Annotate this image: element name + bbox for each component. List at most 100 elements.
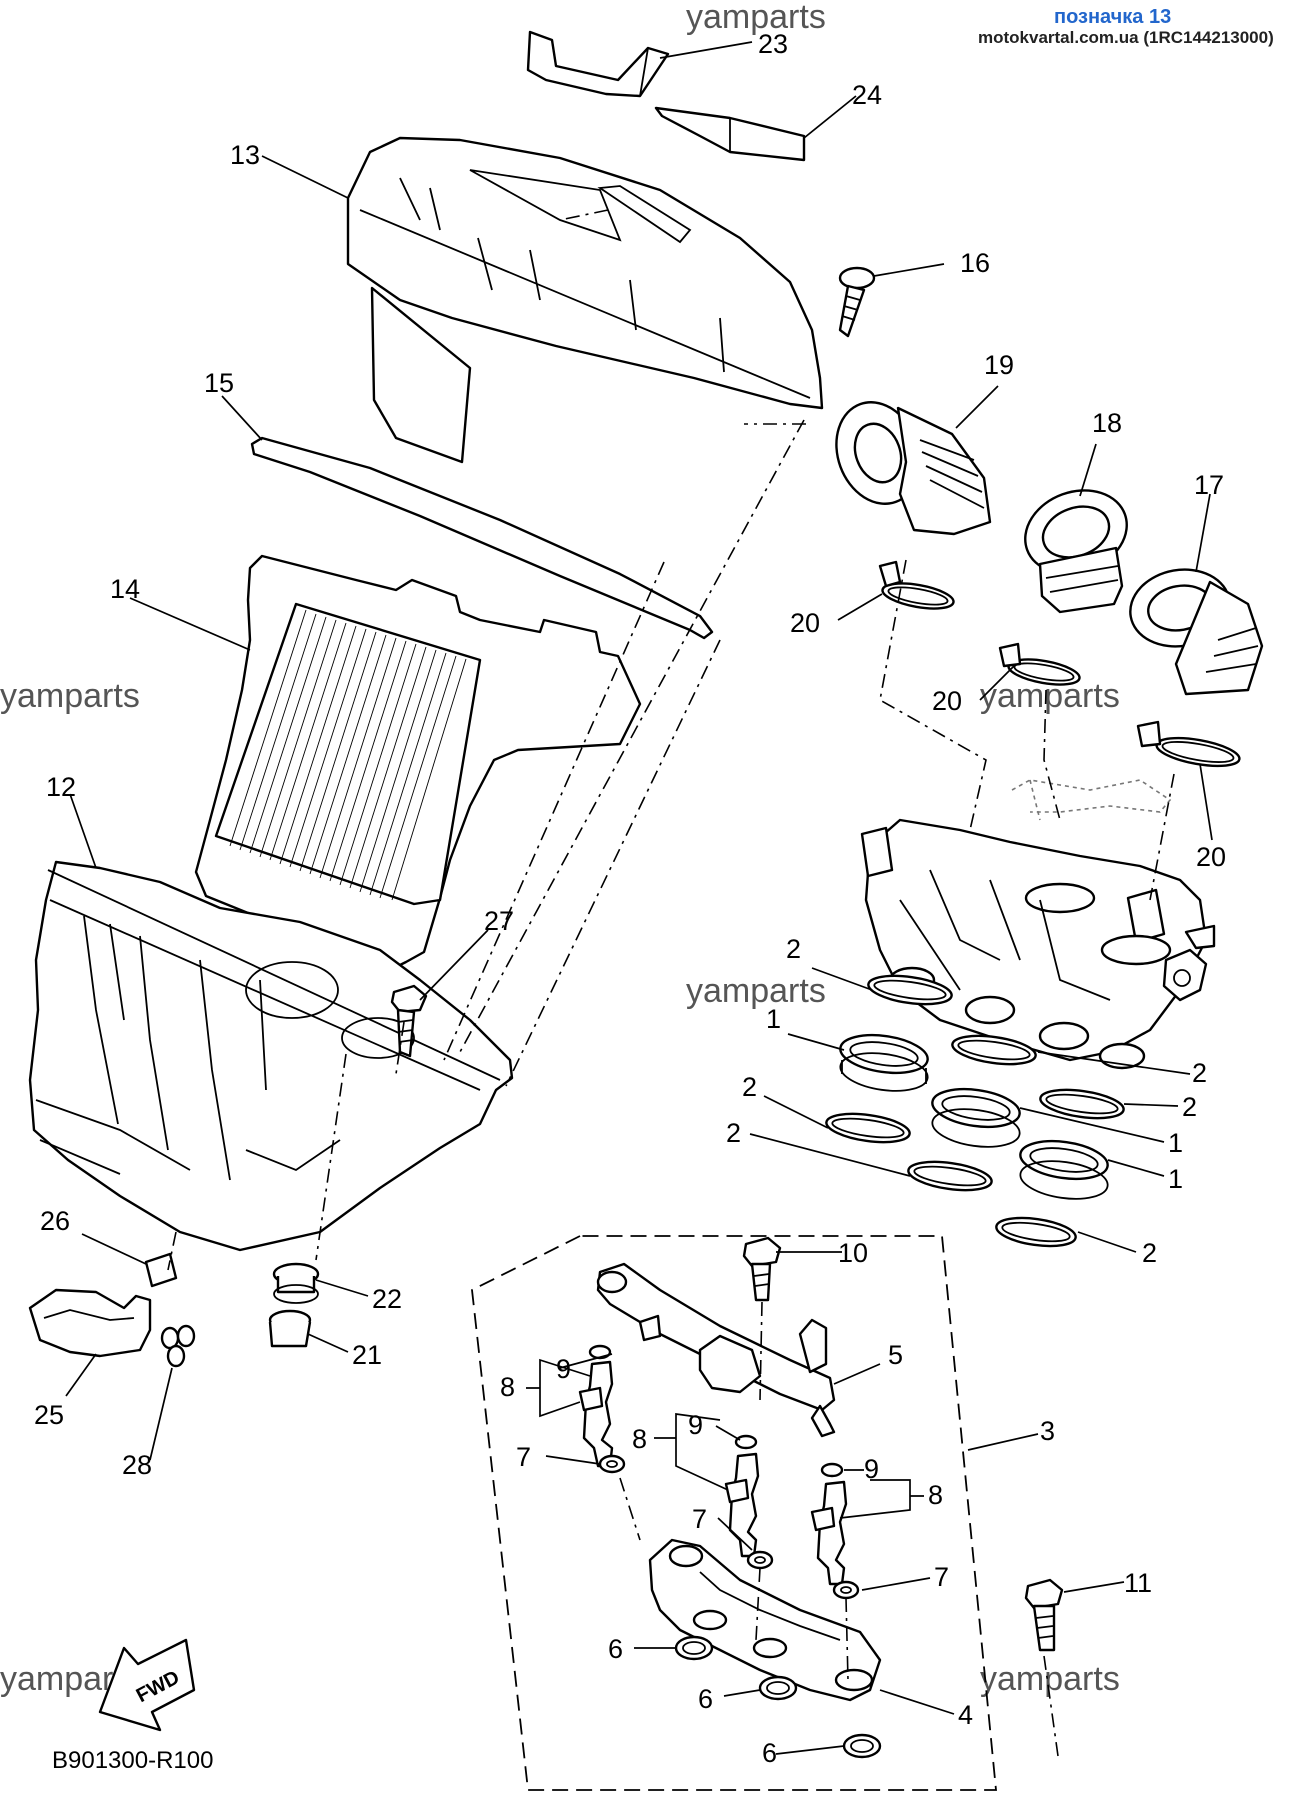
callout-7: 7 — [516, 1442, 531, 1472]
callout-2: 2 — [786, 934, 801, 964]
callout-27: 27 — [484, 906, 514, 936]
watermark: yamparts — [686, 972, 826, 1010]
throttle-body-assembly — [860, 779, 1216, 1070]
part-6-seal — [842, 1733, 882, 1759]
leader-lines — [65, 41, 1213, 1755]
callout-15: 15 — [204, 368, 234, 398]
callout-3: 3 — [1040, 1416, 1055, 1446]
part-9-o-ring — [734, 1434, 758, 1450]
part-1-joint — [839, 1033, 929, 1092]
part-5-delivery-pipe — [596, 1262, 836, 1438]
callout-28: 28 — [122, 1450, 152, 1480]
callout-20: 20 — [1196, 842, 1226, 872]
callout-8: 8 — [632, 1424, 647, 1454]
part-1-joint — [1019, 1139, 1109, 1200]
part-9-o-ring — [820, 1462, 844, 1478]
callout-labels: 23 24 13 16 19 18 17 15 14 20 20 20 12 2… — [34, 29, 1226, 1768]
part-13-air-box-cover — [346, 136, 824, 464]
callout-1: 1 — [1168, 1164, 1183, 1194]
part-19-intake-funnel — [835, 401, 992, 536]
callout-1: 1 — [766, 1004, 781, 1034]
watermark: yamparts — [980, 1660, 1120, 1698]
part-12-air-box-case — [28, 860, 514, 1252]
header-label: позначка 13 — [1054, 6, 1171, 28]
part-10-bolt — [742, 1236, 782, 1302]
part-2-clamp — [995, 1216, 1077, 1248]
callout-17: 17 — [1194, 470, 1224, 500]
callout-1: 1 — [1168, 1128, 1183, 1158]
part-2-clamp — [1039, 1088, 1125, 1120]
callout-5: 5 — [888, 1340, 903, 1370]
callout-12: 12 — [46, 772, 76, 802]
assembly-3-boundary — [471, 1235, 997, 1791]
callout-6: 6 — [698, 1684, 713, 1714]
callout-20: 20 — [790, 608, 820, 638]
part-7-seal — [832, 1580, 860, 1600]
callout-9: 9 — [688, 1410, 703, 1440]
part-24-duct — [654, 106, 806, 162]
callout-23: 23 — [758, 29, 788, 59]
header-source: motokvartal.com.ua (1RC144213000) — [978, 28, 1274, 47]
callout-8: 8 — [928, 1480, 943, 1510]
part-2-clamp — [907, 1160, 993, 1192]
part-14-air-filter — [194, 554, 642, 970]
callout-2: 2 — [1142, 1238, 1157, 1268]
callout-6: 6 — [608, 1634, 623, 1664]
callout-6: 6 — [762, 1738, 777, 1768]
part-8-injector — [810, 1480, 848, 1586]
callout-16: 16 — [960, 248, 990, 278]
part-21-collar — [268, 1309, 312, 1348]
diagram-code: B901300-R100 — [52, 1747, 213, 1774]
callout-10: 10 — [838, 1238, 868, 1268]
part-6-seal — [674, 1635, 714, 1661]
callout-2: 2 — [726, 1118, 741, 1148]
callout-18: 18 — [1092, 408, 1122, 438]
watermark: yamparts — [686, 0, 826, 36]
part-2-clamp — [825, 1112, 911, 1144]
part-20-hose-clamp — [998, 642, 1081, 686]
part-26-fitting — [144, 1252, 178, 1288]
fwd-arrow-icon: FWD — [98, 1638, 196, 1732]
part-8-injector — [578, 1360, 614, 1468]
callout-4: 4 — [958, 1700, 973, 1730]
part-6-seal — [758, 1675, 798, 1701]
part-2-clamp — [867, 974, 953, 1006]
callout-13: 13 — [230, 140, 260, 170]
part-20-hose-clamp — [1136, 720, 1241, 768]
callout-2: 2 — [1192, 1058, 1207, 1088]
callout-8: 8 — [500, 1372, 515, 1402]
part-20-hose-clamp — [878, 560, 955, 610]
part-2-clamp — [951, 1034, 1037, 1066]
part-28-clip — [160, 1324, 196, 1368]
callout-22: 22 — [372, 1284, 402, 1314]
callout-2: 2 — [742, 1072, 757, 1102]
alignment-lines — [167, 209, 1175, 1757]
part-17-intake-funnel — [1129, 568, 1264, 696]
callout-21: 21 — [352, 1340, 382, 1370]
callout-25: 25 — [34, 1400, 64, 1430]
callout-20: 20 — [932, 686, 962, 716]
part-4-injector-holder — [648, 1538, 882, 1702]
part-22-grommet — [272, 1262, 320, 1304]
part-7-seal — [746, 1550, 774, 1570]
callout-7: 7 — [934, 1562, 949, 1592]
part-11-bolt — [1024, 1578, 1064, 1652]
callout-9: 9 — [864, 1454, 879, 1484]
part-1-joint — [931, 1087, 1021, 1148]
part-23-bracket — [526, 30, 670, 98]
callout-2: 2 — [1182, 1092, 1197, 1122]
callout-14: 14 — [110, 574, 140, 604]
part-25-hose — [28, 1288, 152, 1358]
callout-11: 11 — [1124, 1568, 1152, 1598]
callout-26: 26 — [40, 1206, 70, 1236]
part-18-intake-funnel — [1024, 489, 1128, 614]
part-16-screw — [838, 266, 876, 338]
part-7-seal — [598, 1454, 626, 1474]
callout-24: 24 — [852, 80, 882, 110]
callout-19: 19 — [984, 350, 1014, 380]
part-15-gasket — [250, 436, 714, 640]
part-8-injector — [724, 1452, 760, 1558]
callout-7: 7 — [692, 1504, 707, 1534]
